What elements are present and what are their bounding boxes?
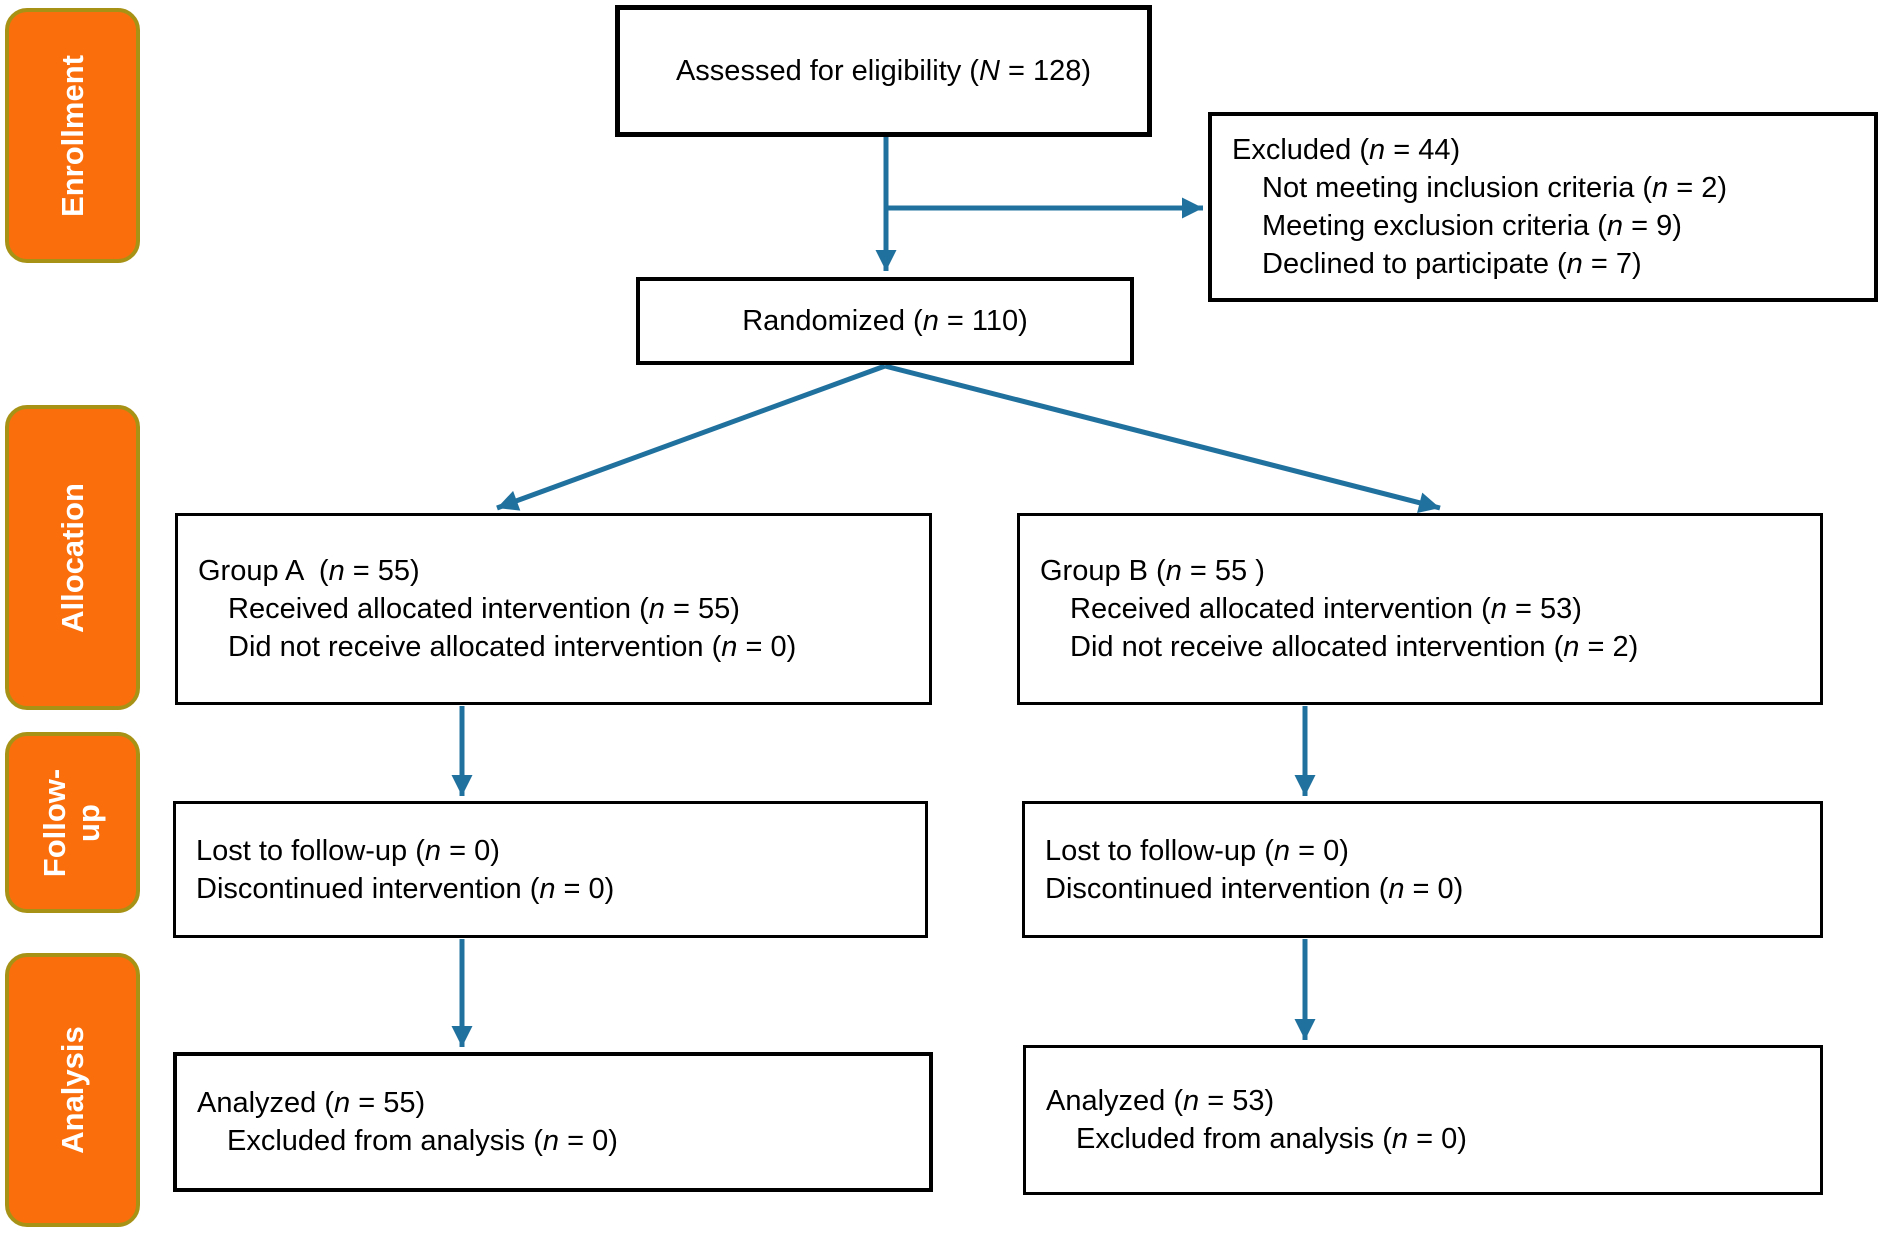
box-allocation-group-a: Group A (n = 55) Received allocated inter… bbox=[175, 513, 932, 705]
box-analysis-group-b: Analyzed (n = 53) Excluded from analysis … bbox=[1023, 1045, 1823, 1195]
box-text-line: Lost to follow-up (n = 0) bbox=[1045, 834, 1349, 867]
stage-label-enrollment-text: Enrollment bbox=[54, 54, 90, 217]
box-text-line: Received allocated intervention (n = 55) bbox=[228, 593, 740, 625]
box-text-line: Group A (n = 55) bbox=[198, 555, 420, 587]
box-text-line: Group B (n = 55 ) bbox=[1040, 555, 1265, 587]
arrow-randomized-to-group-b bbox=[884, 363, 1441, 513]
box-text-line: Analyzed (n = 55) bbox=[197, 1087, 426, 1119]
stage-label-follow-up-text: Follow- up bbox=[37, 768, 107, 877]
box-randomized: Randomized (n = 110) bbox=[636, 277, 1134, 365]
box-text-line: Did not receive allocated intervention (… bbox=[228, 631, 797, 663]
stage-label-analysis: Analysis bbox=[5, 953, 140, 1227]
box-text-line: Did not receive allocated intervention (… bbox=[1070, 631, 1639, 663]
stage-label-follow-up: Follow- up bbox=[5, 732, 140, 913]
box-text-line: Discontinued intervention (n = 0) bbox=[196, 872, 615, 905]
stage-label-analysis-text: Analysis bbox=[54, 1026, 90, 1154]
stage-label-allocation-text: Allocation bbox=[54, 482, 90, 633]
box-text-line: Excluded from analysis (n = 0) bbox=[1076, 1123, 1467, 1155]
arrow-randomized-to-group-a bbox=[496, 363, 886, 511]
box-text-line: Excluded from analysis (n = 0) bbox=[227, 1125, 618, 1157]
box-text-line: Assessed for eligibility (N = 128) bbox=[675, 55, 1092, 87]
box-followup-group-a: Lost to follow-up (n = 0) Discontinued in… bbox=[173, 801, 928, 938]
box-text-line: Meeting exclusion criteria (n = 9) bbox=[1262, 210, 1682, 242]
box-text-line: Excluded (n = 44) bbox=[1232, 134, 1461, 166]
box-allocation-group-b: Group B (n = 55 ) Received allocated inte… bbox=[1017, 513, 1823, 705]
box-followup-group-b: Lost to follow-up (n = 0) Discontinued in… bbox=[1022, 801, 1823, 938]
stage-label-allocation: Allocation bbox=[5, 405, 140, 710]
box-text-line: Discontinued intervention (n = 0) bbox=[1045, 872, 1464, 905]
box-text-line: Not meeting inclusion criteria (n = 2) bbox=[1262, 172, 1728, 204]
box-text-line: Analyzed (n = 53) bbox=[1046, 1085, 1275, 1117]
box-excluded: Excluded (n = 44) Not meeting inclusion c… bbox=[1208, 112, 1878, 302]
box-text-line: Randomized (n = 110) bbox=[742, 305, 1028, 337]
box-text-line: Received allocated intervention (n = 53) bbox=[1070, 593, 1582, 625]
box-text-line: Lost to follow-up (n = 0) bbox=[196, 834, 500, 867]
box-text-line: Declined to participate (n = 7) bbox=[1262, 248, 1642, 280]
box-assessed-for-eligibility: Assessed for eligibility (N = 128) bbox=[615, 5, 1152, 137]
stage-label-enrollment: Enrollment bbox=[5, 8, 140, 263]
box-analysis-group-a: Analyzed (n = 55) Excluded from analysis … bbox=[173, 1052, 933, 1192]
